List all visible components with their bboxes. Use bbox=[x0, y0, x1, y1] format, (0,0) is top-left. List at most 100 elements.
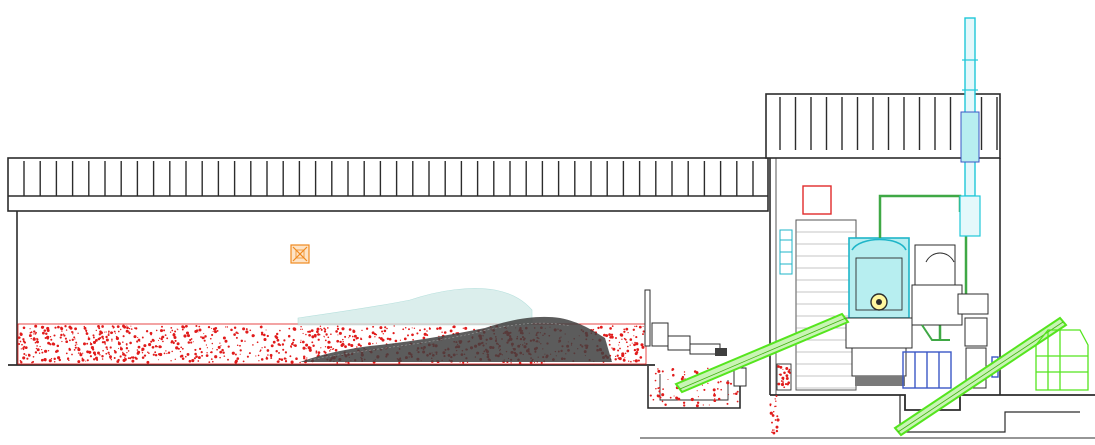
aggregate-dot bbox=[276, 332, 279, 336]
aggregate-dot bbox=[72, 333, 74, 335]
aggregate-dot bbox=[713, 399, 717, 403]
aggregate-dot bbox=[145, 330, 149, 333]
aggregate-dot bbox=[234, 359, 238, 363]
aggregate-dot bbox=[771, 431, 773, 434]
aggregate-dot bbox=[235, 331, 238, 334]
aggregate-dot bbox=[81, 358, 85, 362]
aggregate-dot bbox=[202, 336, 205, 340]
aggregate-dot bbox=[616, 354, 619, 357]
aggregate-dot bbox=[65, 329, 68, 331]
aggregate-dot bbox=[216, 329, 219, 332]
aggregate-dot bbox=[375, 342, 377, 344]
aggregate-dot bbox=[178, 348, 181, 350]
aggregate-dot bbox=[777, 365, 780, 368]
aggregate-dot bbox=[33, 330, 36, 333]
aggregate-dot bbox=[18, 343, 21, 345]
crossed-box-icon bbox=[290, 244, 310, 264]
storage-roof-ribs bbox=[8, 161, 768, 197]
aggregate-dot bbox=[299, 361, 301, 364]
aggregate-dot bbox=[324, 346, 327, 348]
aggregate-dot bbox=[372, 325, 375, 328]
aggregate-dot bbox=[66, 358, 69, 360]
aggregate-dot bbox=[280, 358, 284, 361]
aggregate-dot bbox=[295, 357, 298, 360]
aggregate-dot bbox=[411, 327, 413, 329]
aggregate-dot bbox=[77, 352, 80, 354]
aggregate-dot bbox=[77, 348, 81, 352]
aggregate-dot bbox=[359, 344, 362, 347]
aggregate-dot bbox=[733, 393, 735, 395]
aggregate-dot bbox=[290, 346, 292, 349]
aggregate-dot bbox=[198, 325, 201, 328]
aggregate-dot bbox=[65, 352, 68, 355]
aggregate-dot bbox=[422, 336, 426, 340]
aggregate-dot bbox=[345, 346, 347, 349]
aggregate-dot bbox=[173, 332, 175, 335]
aggregate-dot bbox=[61, 330, 63, 332]
aggregate-dot bbox=[211, 342, 214, 345]
aggregate-dot bbox=[146, 360, 150, 364]
aggregate-dot bbox=[131, 359, 135, 363]
aggregate-dot bbox=[683, 371, 686, 373]
aggregate-dot bbox=[44, 359, 47, 362]
aggregate-dot bbox=[234, 353, 237, 356]
aggregate-dot bbox=[143, 344, 147, 348]
aggregate-dot bbox=[301, 328, 303, 330]
aggregate-dot bbox=[682, 401, 686, 404]
aggregate-dot bbox=[413, 327, 416, 329]
aggregate-dot bbox=[141, 356, 145, 359]
aggregate-dot bbox=[89, 342, 93, 346]
aggregate-dot bbox=[780, 380, 783, 382]
aggregate-dot bbox=[131, 356, 135, 359]
aggregate-dot bbox=[249, 329, 252, 332]
aggregate-dot bbox=[209, 351, 212, 354]
aggregate-dot bbox=[635, 342, 639, 346]
aggregate-dot bbox=[239, 353, 241, 355]
aggregate-dot bbox=[336, 327, 340, 331]
aggregate-dot bbox=[642, 333, 644, 336]
aggregate-dot bbox=[162, 340, 164, 343]
aggregate-dot bbox=[419, 329, 421, 332]
aggregate-dot bbox=[92, 336, 95, 339]
aggregate-dot bbox=[627, 345, 629, 348]
aggregate-dot bbox=[330, 348, 332, 350]
aggregate-dot bbox=[261, 347, 263, 349]
aggregate-dot bbox=[621, 352, 625, 356]
aggregate-dot bbox=[179, 350, 182, 353]
aggregate-dot bbox=[171, 350, 173, 353]
outfeed-conveyor bbox=[893, 316, 1068, 437]
aggregate-dot bbox=[242, 327, 246, 331]
aggregate-dot bbox=[302, 332, 304, 335]
aggregate-dot bbox=[89, 341, 91, 343]
aggregate-dot bbox=[673, 395, 675, 397]
aggregate-dot bbox=[175, 346, 179, 350]
aggregate-dot bbox=[57, 325, 60, 329]
aggregate-dot bbox=[233, 333, 236, 336]
aggregate-dot bbox=[655, 387, 657, 390]
aggregate-dot bbox=[708, 404, 710, 406]
aggregate-dot bbox=[65, 340, 69, 344]
aggregate-dot bbox=[611, 325, 614, 327]
aggregate-dot bbox=[101, 335, 104, 339]
aggregate-dot bbox=[309, 347, 312, 349]
aggregate-dot bbox=[608, 339, 611, 342]
aggregate-dot bbox=[203, 339, 206, 342]
aggregate-dot bbox=[108, 353, 111, 356]
aggregate-dot bbox=[128, 331, 131, 335]
aggregate-dot bbox=[94, 353, 97, 356]
aggregate-dot bbox=[669, 396, 672, 399]
aggregate-dot bbox=[136, 340, 139, 343]
aggregate-dot bbox=[212, 348, 214, 350]
aggregate-dot bbox=[154, 345, 158, 348]
aggregate-dot bbox=[631, 342, 633, 344]
aggregate-dot bbox=[263, 337, 267, 342]
aggregate-dot bbox=[127, 357, 130, 360]
aggregate-dot bbox=[44, 336, 47, 340]
aggregate-dot bbox=[324, 351, 327, 354]
aggregate-dot bbox=[276, 338, 280, 342]
aggregate-dot bbox=[137, 345, 141, 349]
aggregate-dot bbox=[27, 354, 31, 357]
aggregate-dot bbox=[624, 357, 626, 359]
aggregate-dot bbox=[58, 358, 62, 362]
aggregate-dot bbox=[172, 341, 175, 345]
